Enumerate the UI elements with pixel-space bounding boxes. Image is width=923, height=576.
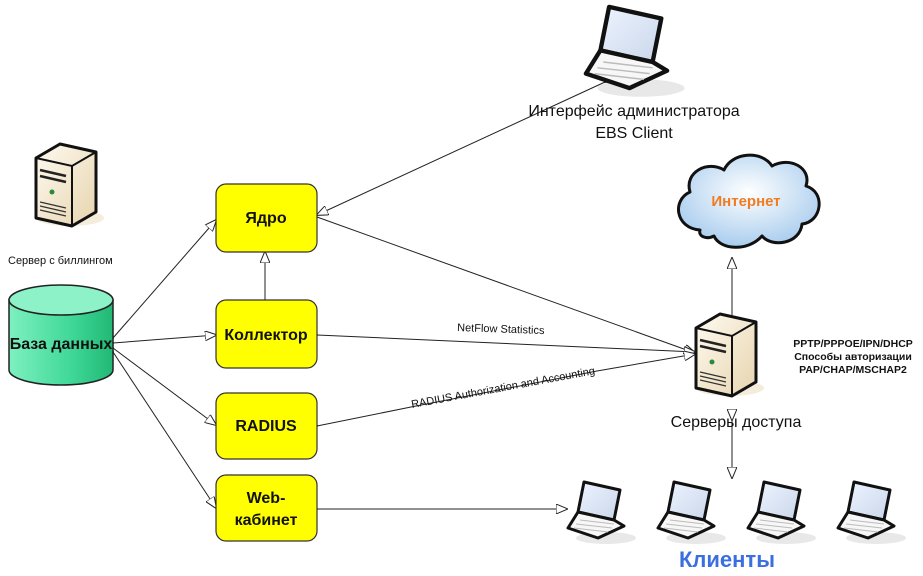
admin-label-line2: EBS Client (595, 125, 673, 142)
collector-label: Коллектор (224, 327, 308, 344)
protocols-line1: PPTP/PPPOE/IPN/DHCP (793, 338, 913, 350)
client-laptop-icon-1[interactable] (566, 480, 638, 546)
billing-server-icon (34, 142, 106, 228)
edge-db-web (113, 352, 216, 508)
collector-node[interactable]: Коллектор (215, 299, 318, 369)
edge-collector-access (317, 335, 695, 352)
internet-label: Интернет (711, 193, 780, 210)
database-node[interactable]: База данных (8, 284, 114, 386)
edge-radius-access (317, 354, 695, 426)
billing-server-caption: Сервер с биллингом (8, 255, 113, 267)
clients-label: Клиенты (679, 547, 775, 572)
core-node[interactable]: Ядро (215, 183, 318, 253)
edge-admin-core (317, 82, 605, 215)
internet-cloud-icon[interactable]: Интернет (677, 153, 821, 249)
radius-label: RADIUS (235, 418, 297, 435)
edge-db-radius (113, 348, 216, 425)
edge-label-radius: RADIUS Authorization and Accounting (410, 365, 596, 411)
access-servers-label: Серверы доступа (671, 414, 802, 431)
edge-db-core (113, 220, 216, 338)
protocols-line2: Способы авторизации (794, 351, 912, 363)
web-cabinet-label-line2: кабинет (235, 512, 298, 529)
database-label: База данных (10, 336, 113, 353)
protocols-line3: PAP/CHAP/MSCHAP2 (799, 364, 907, 376)
client-laptop-icon-4[interactable] (836, 480, 908, 546)
web-cabinet-label-line1: Web- (247, 490, 286, 507)
core-label: Ядро (245, 210, 286, 227)
edges (113, 82, 732, 509)
radius-node[interactable]: RADIUS (215, 392, 318, 460)
edge-db-collector (113, 335, 216, 343)
admin-label-line1: Интерфейс администратора (528, 103, 739, 120)
admin-laptop-icon (586, 7, 685, 97)
access-server-icon[interactable] (694, 312, 766, 398)
client-laptop-icon-2[interactable] (656, 480, 728, 546)
web-cabinet-node[interactable]: Web- кабинет (215, 474, 318, 542)
edge-label-netflow: NetFlow Statistics (457, 322, 545, 337)
client-laptop-icon-3[interactable] (746, 480, 818, 546)
